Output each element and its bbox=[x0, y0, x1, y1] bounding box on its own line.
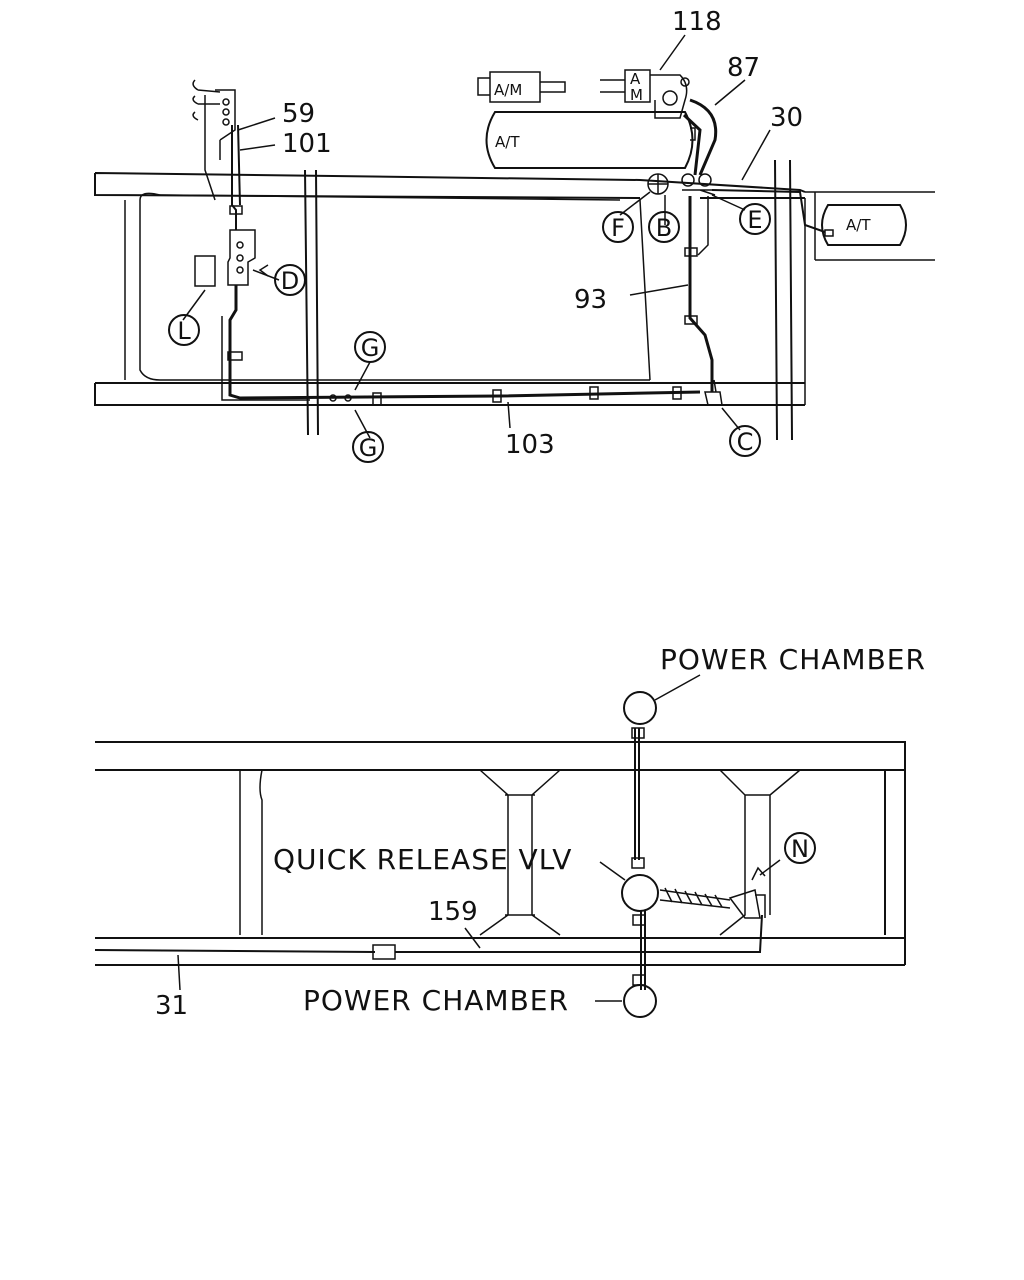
valve-d-bracket bbox=[227, 229, 256, 286]
callout-e: E bbox=[739, 203, 771, 235]
line-93 bbox=[688, 196, 714, 392]
junction-fittings bbox=[647, 173, 716, 196]
svg-text:D: D bbox=[281, 267, 299, 295]
svg-text:G: G bbox=[361, 334, 380, 362]
label-power-chamber-bottom: POWER CHAMBER bbox=[303, 984, 569, 1017]
line-31-159 bbox=[94, 914, 763, 953]
label-at-right: A/T bbox=[846, 216, 871, 234]
label-103: 103 bbox=[505, 430, 555, 460]
label-159: 159 bbox=[428, 897, 478, 927]
callout-c: C bbox=[729, 425, 761, 457]
label-101: 101 bbox=[282, 129, 332, 159]
air-tank-upper bbox=[485, 111, 694, 169]
crossmember-outline bbox=[239, 769, 801, 936]
label-118: 118 bbox=[672, 7, 722, 37]
label-a: A bbox=[630, 70, 641, 88]
label-n: N bbox=[791, 835, 809, 863]
callout-g-upper: G bbox=[354, 331, 386, 363]
label-87: 87 bbox=[727, 53, 760, 83]
callout-g-lower: G bbox=[352, 431, 384, 463]
line-103 bbox=[228, 285, 701, 400]
label-am-left: A/M bbox=[494, 81, 522, 99]
upper-frame-rail bbox=[94, 172, 806, 199]
callout-l: L bbox=[168, 314, 200, 346]
label-m: M bbox=[630, 86, 643, 104]
power-chamber-line bbox=[634, 728, 646, 990]
air-tank-right bbox=[821, 204, 907, 246]
label-59: 59 bbox=[282, 99, 315, 129]
center-inner-outline bbox=[159, 194, 651, 381]
left-crossmember bbox=[124, 192, 161, 381]
power-chamber-bottom-circle bbox=[623, 984, 657, 1018]
label-31: 31 bbox=[155, 991, 188, 1021]
svg-text:G: G bbox=[359, 434, 378, 462]
air-manifold-left bbox=[477, 71, 566, 103]
bottom-frame-view bbox=[94, 674, 906, 1018]
top-frame-view bbox=[94, 34, 935, 441]
svg-text:E: E bbox=[747, 206, 762, 234]
callout-b: B bbox=[648, 211, 680, 243]
right-vertical-member bbox=[774, 159, 793, 441]
valve-c bbox=[704, 379, 723, 406]
svg-text:C: C bbox=[737, 428, 754, 456]
line-30 bbox=[711, 189, 826, 233]
label-30: 30 bbox=[770, 103, 803, 133]
left-vertical-member bbox=[304, 169, 319, 436]
frame-top-rail bbox=[95, 741, 906, 965]
component-l-box bbox=[194, 255, 216, 287]
callout-d: D bbox=[274, 264, 306, 296]
leader-lines-top bbox=[182, 34, 771, 439]
callout-n bbox=[784, 832, 816, 864]
right-frame-extension bbox=[804, 191, 935, 405]
svg-text:B: B bbox=[656, 214, 672, 242]
callout-f: F bbox=[602, 211, 634, 243]
frame-bottom-rail bbox=[95, 937, 905, 966]
lower-frame-rail bbox=[94, 382, 805, 406]
left-bracket bbox=[204, 89, 236, 201]
power-chamber-top-circle bbox=[623, 691, 657, 725]
line-87 bbox=[682, 98, 718, 176]
valve-n bbox=[728, 889, 766, 919]
leader-lines-bottom bbox=[177, 674, 781, 1002]
svg-text:L: L bbox=[177, 317, 191, 345]
label-93: 93 bbox=[574, 285, 607, 315]
label-at-upper: A/T bbox=[495, 133, 520, 151]
svg-text:F: F bbox=[611, 214, 625, 242]
label-quick-release-vlv: QUICK RELEASE VLV bbox=[273, 843, 572, 876]
label-power-chamber-top: POWER CHAMBER bbox=[660, 643, 926, 676]
quick-release-valve-circle bbox=[621, 874, 659, 912]
component-118 bbox=[600, 69, 688, 119]
line-59-101 bbox=[231, 124, 241, 230]
